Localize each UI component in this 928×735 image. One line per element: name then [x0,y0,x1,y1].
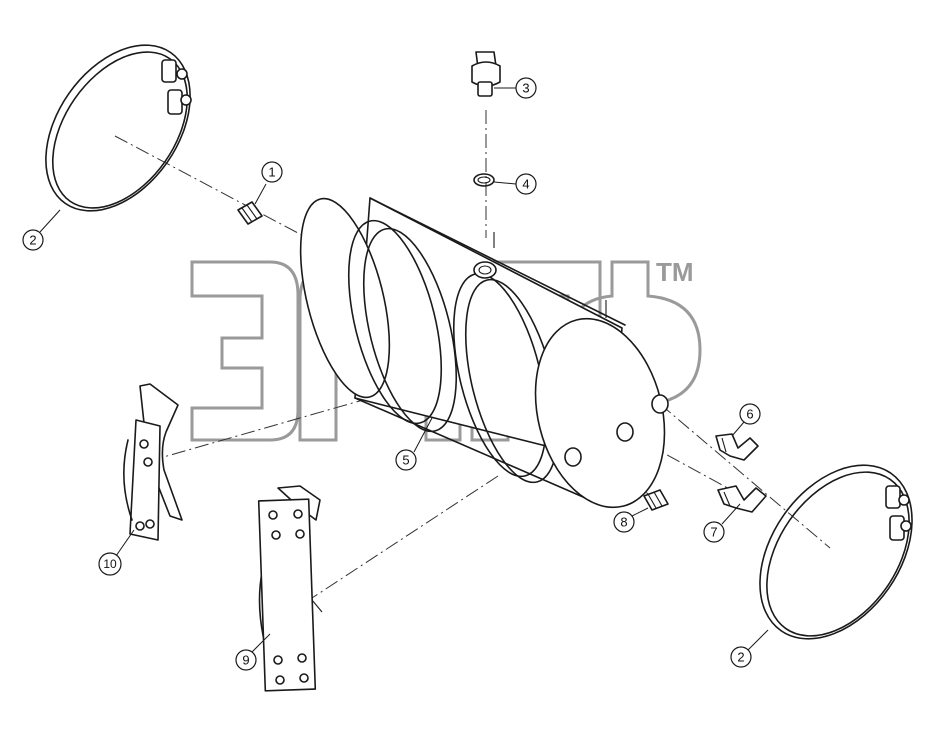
drain-plug [237,201,263,225]
watermark-trademark: TM [656,257,694,287]
svg-text:7: 7 [710,525,717,540]
nipple-fitting [643,489,669,511]
svg-text:10: 10 [103,557,117,571]
callouts: 1 2 2 3 4 5 6 7 [22,77,761,671]
callout-5: 5 [395,449,417,471]
elbow-fitting-lower [717,485,767,513]
callout-1: 1 [261,161,283,183]
support-bracket-large [257,485,323,692]
svg-text:2: 2 [29,233,36,248]
svg-text:4: 4 [522,177,529,192]
support-bracket-small [123,383,183,541]
leader-lines [39,87,769,653]
callout-3: 3 [515,77,537,99]
gasket-ring [473,173,495,187]
tank [299,197,669,509]
callout-6: 6 [739,403,761,425]
clamp-band-left [45,44,192,212]
tank-rear-end [299,197,391,399]
svg-text:9: 9 [242,653,249,668]
svg-text:1: 1 [268,165,275,180]
callout-2-right: 2 [730,646,752,668]
clamp-band-right [759,464,913,640]
callout-9: 9 [235,649,257,671]
svg-text:5: 5 [402,453,409,468]
callout-7: 7 [703,521,725,543]
elbow-fitting-upper [715,433,759,461]
callout-4: 4 [515,173,537,195]
callout-8: 8 [613,511,635,533]
callout-2-left: 2 [22,229,44,251]
svg-text:8: 8 [620,515,627,530]
filler-cap [471,51,501,97]
svg-text:2: 2 [737,650,744,665]
svg-text:3: 3 [522,81,529,96]
svg-text:6: 6 [746,407,753,422]
callout-10: 10 [98,552,122,576]
